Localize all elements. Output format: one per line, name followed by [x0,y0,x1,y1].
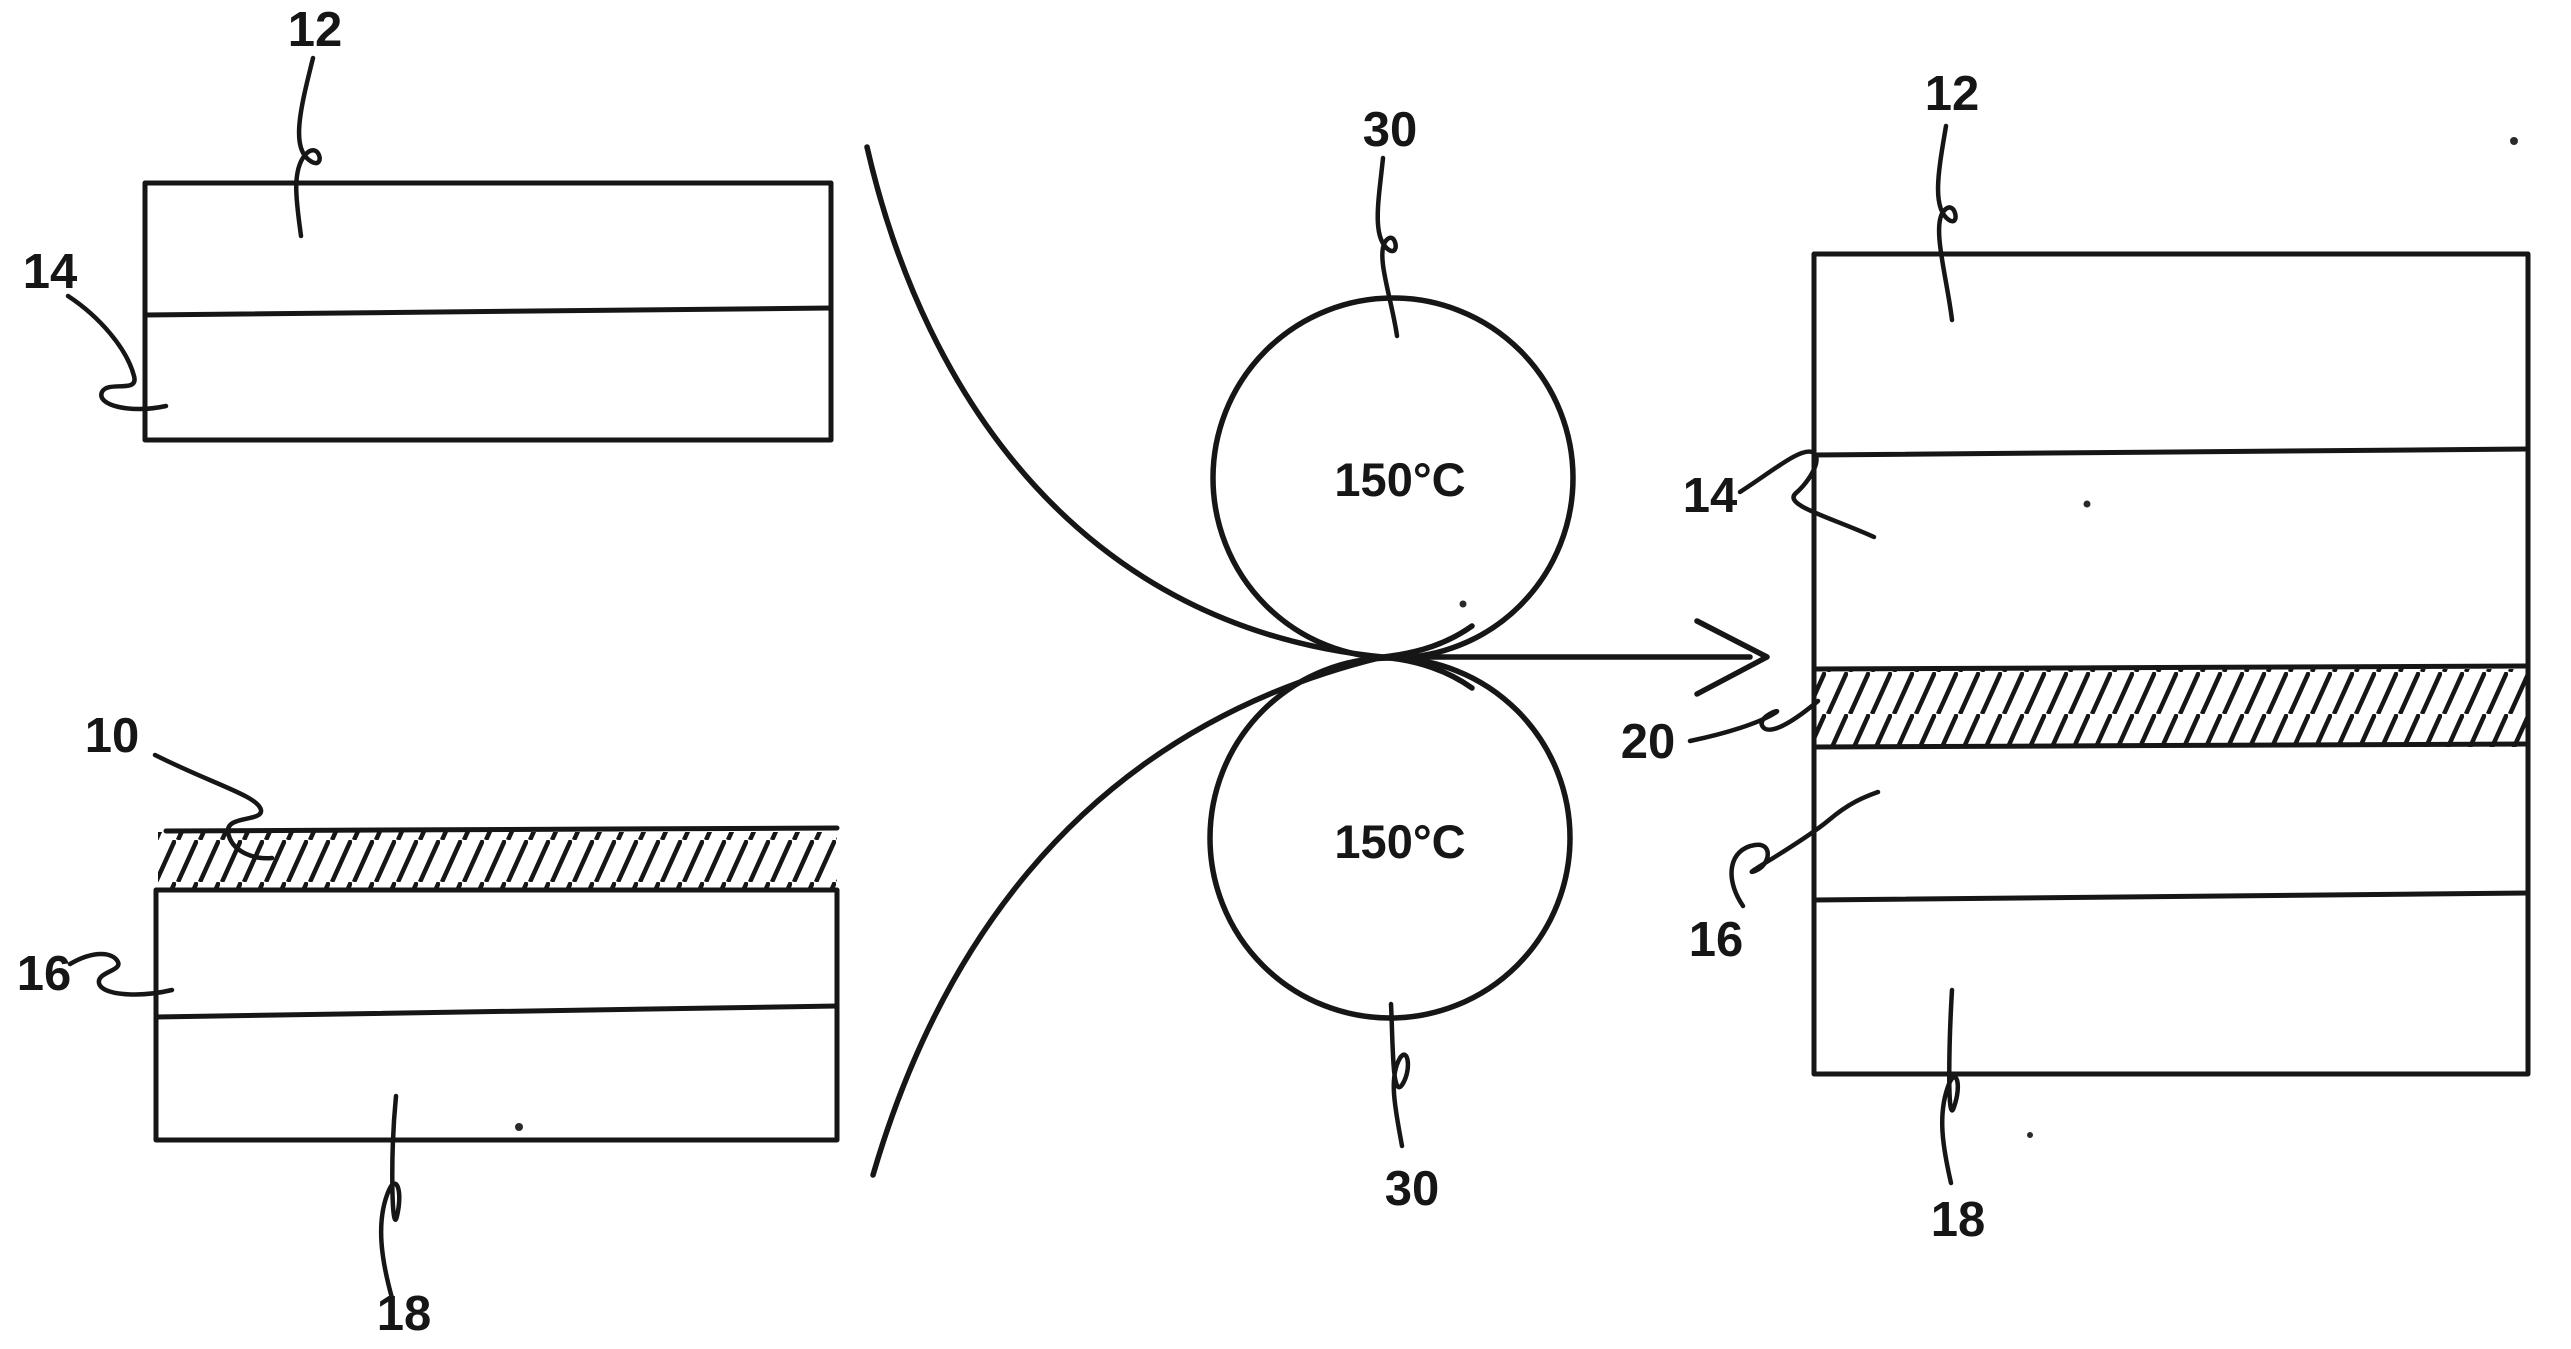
ref-label-30-bottom: 30 [1385,1162,1440,1216]
speck [1459,600,1467,608]
laminate-hatch-top [1811,663,2531,672]
leader-18-right [1940,987,1961,1186]
ref-label-16-left: 16 [17,947,72,1001]
laminate-hatch-bottom [1811,741,2531,750]
speck [2083,500,2091,508]
leader-14-right [1737,449,1877,540]
leader-14-topleft [65,293,169,412]
leader-16-left [67,951,175,997]
film-outline [142,180,834,443]
laminate-divider-12-14 [1811,446,2531,458]
upper-web-curve [864,144,1475,691]
process-arrow-head [1694,618,1770,697]
laminated-stack: 12 14 20 16 18 [1621,67,2531,1247]
top-roller-temp: 150°C [1334,453,1465,506]
speck [2510,137,2518,145]
hatch-top-edge [163,825,840,834]
leader-16-right [1729,789,1881,909]
leader-20-right [1687,698,1821,744]
leader-10 [152,752,275,861]
laminating-rollers: 150°C 150°C 30 30 [864,103,1770,1216]
bottom-roller-temp: 150°C [1334,815,1465,868]
ref-label-16-right: 16 [1689,913,1744,967]
ref-label-14-right: 14 [1683,469,1738,523]
leader-18-left [378,1093,402,1301]
ref-label-12-right: 12 [1925,67,1980,121]
lower-web-curve [870,623,1475,1178]
ref-label-18-left: 18 [377,1287,432,1341]
speck [515,1123,523,1131]
ref-label-10: 10 [85,709,140,763]
ref-label-12-topleft: 12 [288,3,343,57]
bottom-left-substrate: 10 16 18 [17,709,840,1341]
laminate-divider-16-18 [1811,890,2531,903]
substrate-layer-divider [153,1003,840,1020]
leader-30-bottom [1388,1001,1411,1149]
leader-12-right [1935,123,1958,323]
laminate-hatch-band [1814,669,2528,747]
film-layer-divider [142,305,834,318]
ref-label-18-right: 18 [1931,1193,1986,1247]
scan-specks [515,137,2518,1138]
ref-label-20-right: 20 [1621,715,1676,769]
leader-30-top [1375,155,1400,339]
speck [2027,1132,2033,1138]
leader-12-topleft [294,55,322,239]
ref-label-14-topleft: 14 [23,245,78,299]
top-left-film: 12 14 [23,3,834,443]
ref-label-30-top: 30 [1363,103,1418,157]
